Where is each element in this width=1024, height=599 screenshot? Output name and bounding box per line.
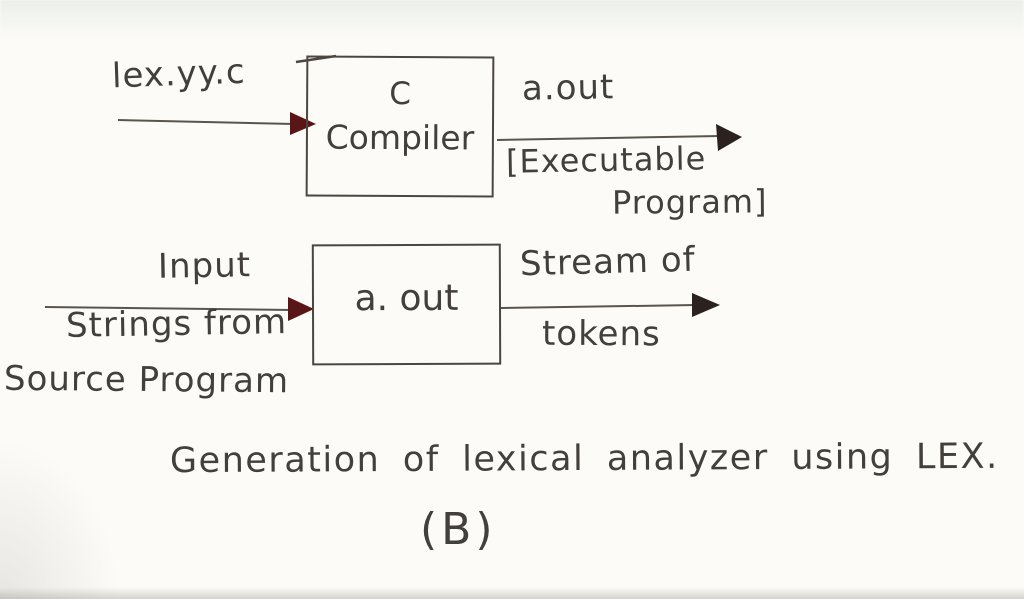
flow2-input-note-line1: Strings from [65, 302, 288, 346]
arrow-lexyyc-to-compiler [117, 112, 316, 135]
flow1-output-note-line1: [Executable [505, 139, 707, 181]
flow2-output-label: Stream of [519, 239, 697, 285]
flow2-output-note: tokens [541, 313, 661, 355]
arrowhead-dark-icon [692, 293, 720, 317]
diagram-caption: Generation of lexical analyzer using LEX… [169, 436, 999, 482]
flow1-input-label: lex.yy.c [111, 51, 247, 97]
flow2-input-label: Input [157, 245, 252, 287]
arrow-line [117, 119, 295, 125]
flow2-input-note-line2: Source Program [3, 358, 290, 402]
arrowhead-red-icon [288, 297, 314, 321]
flow1-output-label: a.out [521, 67, 615, 109]
arrowhead-red-icon [290, 112, 316, 135]
aout-box-title: a. out [354, 277, 459, 320]
aout-box: a. out [311, 243, 502, 366]
figure-label: (B) [420, 504, 497, 555]
arrow-aout-to-tokens [500, 293, 720, 317]
pen-overshoot-tick [295, 54, 337, 64]
arrowhead-dark-icon [716, 124, 742, 151]
arrow-line [496, 135, 721, 141]
c-compiler-box-line1: C [389, 75, 412, 113]
c-compiler-box: C Compiler [305, 55, 495, 198]
arrow-line [44, 306, 293, 311]
paper-corner-shadow [0, 439, 120, 599]
flow1-output-note-line2: Program] [611, 182, 768, 222]
arrow-input-to-aout [44, 297, 314, 321]
tick-line [295, 54, 337, 64]
paper-bottom-edge-shadow [0, 587, 1024, 599]
arrow-compiler-to-aout [496, 124, 742, 151]
arrow-line [500, 304, 697, 309]
paper-top-bleed-through [0, 0, 1024, 38]
c-compiler-box-line2: Compiler [325, 117, 475, 158]
